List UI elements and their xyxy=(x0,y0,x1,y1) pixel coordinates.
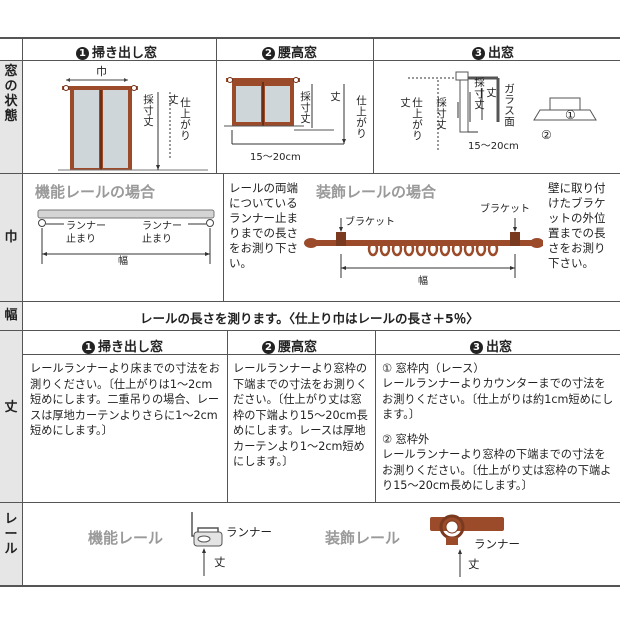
number-badge: 3 xyxy=(470,341,483,354)
length-sub2-text: レールランナーより窓枠の下端までの寸法をお測りください。〔仕上がり丈は窓枠の下端… xyxy=(382,448,612,492)
decorative-rail-illustration xyxy=(304,218,543,278)
functional-rail-illustration xyxy=(37,209,215,264)
decorative-rail-profile xyxy=(430,514,504,577)
rail-length-label: 丈 xyxy=(468,557,480,571)
divider xyxy=(0,585,620,587)
runner-label: ランナー xyxy=(226,525,272,539)
overhang-label: 15～20cm xyxy=(468,141,519,152)
number-badge: 1 xyxy=(76,47,89,60)
column-title: 腰高窓 xyxy=(278,46,318,61)
divider xyxy=(373,37,374,174)
divider xyxy=(0,502,620,503)
length-label: 丈 xyxy=(330,91,341,103)
label-rail: レール xyxy=(4,512,18,557)
bay-window-illustration xyxy=(408,71,597,152)
divider xyxy=(216,37,217,174)
runner-stop-right-label: ランナー止まり xyxy=(142,221,182,245)
label-width-rail: 幅 xyxy=(4,308,18,323)
width-label: 巾 xyxy=(96,65,107,78)
runner-label: ランナー xyxy=(474,537,520,551)
measure-length-label: 採寸丈 xyxy=(143,94,154,128)
divider xyxy=(0,301,620,302)
divider xyxy=(227,331,228,502)
frame-inner-label: ① xyxy=(565,108,576,122)
finish-label: 仕上がり xyxy=(180,97,191,142)
divider xyxy=(0,330,620,331)
functional-rail-label: 機能レール xyxy=(88,529,164,547)
rail-length-label: 丈 xyxy=(214,555,226,569)
length-label: 丈 xyxy=(168,94,179,106)
length-sub2-title: ② 窓枠外 xyxy=(382,433,430,446)
label-width-curtain: 巾 xyxy=(4,230,18,245)
overhang-label: 15～20cm xyxy=(250,152,301,163)
waist-window-illustration xyxy=(224,77,346,145)
decorative-rail-title: 装飾レールの場合 xyxy=(316,183,437,201)
side-cell-rail xyxy=(0,503,22,585)
width-row-text: レールの長さを測ります。〈仕上り巾はレールの長さ＋5％〉 xyxy=(140,311,479,326)
divider xyxy=(0,37,620,39)
bracket-left-label: ブラケット xyxy=(345,217,395,228)
number-badge: 2 xyxy=(262,341,275,354)
column-title: 出窓 xyxy=(488,46,515,61)
length-sub1-text: レールランナーよりカウンターまでの寸法をお測りください。〔仕上がりは約1cm短め… xyxy=(382,377,614,421)
measure-length-label: 採寸丈 xyxy=(300,91,311,125)
runner-stop-left-label: ランナー止まり xyxy=(66,221,106,245)
length-label: 丈 xyxy=(486,87,497,99)
divider xyxy=(375,331,376,502)
measure-length-label: 採寸丈 xyxy=(474,77,485,111)
decorative-rail-label: 装飾レール xyxy=(325,529,401,547)
length-text-1: レールランナーより床までの寸法をお測りください。〔仕上がりは1～2cm短めにしま… xyxy=(30,362,220,437)
label-window-state: 窓の状態 xyxy=(4,64,18,124)
glass-label: ガラス面 xyxy=(504,83,515,128)
side-cell-width-rail xyxy=(0,302,22,330)
length-text-2: レールランナーより窓枠の下端までの寸法をお測りください。〔仕上がり丈は窓枠の下端… xyxy=(233,362,368,468)
functional-rail-title: 機能レールの場合 xyxy=(35,183,156,201)
length-sub1-title: ① 窓枠内（レース） xyxy=(382,362,485,375)
width-label: 幅 xyxy=(418,276,428,287)
divider xyxy=(223,174,224,301)
finish-label: 仕上がり xyxy=(356,95,367,140)
bracket-right-label: ブラケット xyxy=(480,204,530,215)
divider xyxy=(22,354,620,355)
width-label: 幅 xyxy=(118,256,128,267)
side-cell-width-curtain xyxy=(0,174,22,301)
functional-rail-profile xyxy=(191,512,223,576)
column-title: 掃き出し窓 xyxy=(92,46,158,61)
divider xyxy=(0,60,620,61)
side-cell-length xyxy=(0,331,22,502)
number-badge: 3 xyxy=(472,47,485,60)
divider xyxy=(0,173,620,174)
frame-outer-label: ② xyxy=(541,128,552,142)
measure-length-label: 採寸丈 xyxy=(436,97,447,131)
wall-note: 壁に取り付けたブラケットの外位置までの長さをお測り下さい。 xyxy=(548,181,606,270)
sweep-window-illustration xyxy=(58,78,208,171)
side-cell-window-state xyxy=(0,60,22,173)
length-title: 腰高窓 xyxy=(278,340,318,355)
label-length: 丈 xyxy=(4,400,18,415)
number-badge: 2 xyxy=(262,47,275,60)
length-title: 掃き出し窓 xyxy=(98,340,164,355)
length-label: 丈 xyxy=(400,97,411,109)
number-badge: 1 xyxy=(82,341,95,354)
finish-label: 仕上がり xyxy=(412,97,423,142)
length-title: 出窓 xyxy=(486,340,513,355)
rail-note: レールの両端についているランナー止まりまでの長さをお測り下さい。 xyxy=(229,181,298,270)
divider xyxy=(22,37,23,587)
